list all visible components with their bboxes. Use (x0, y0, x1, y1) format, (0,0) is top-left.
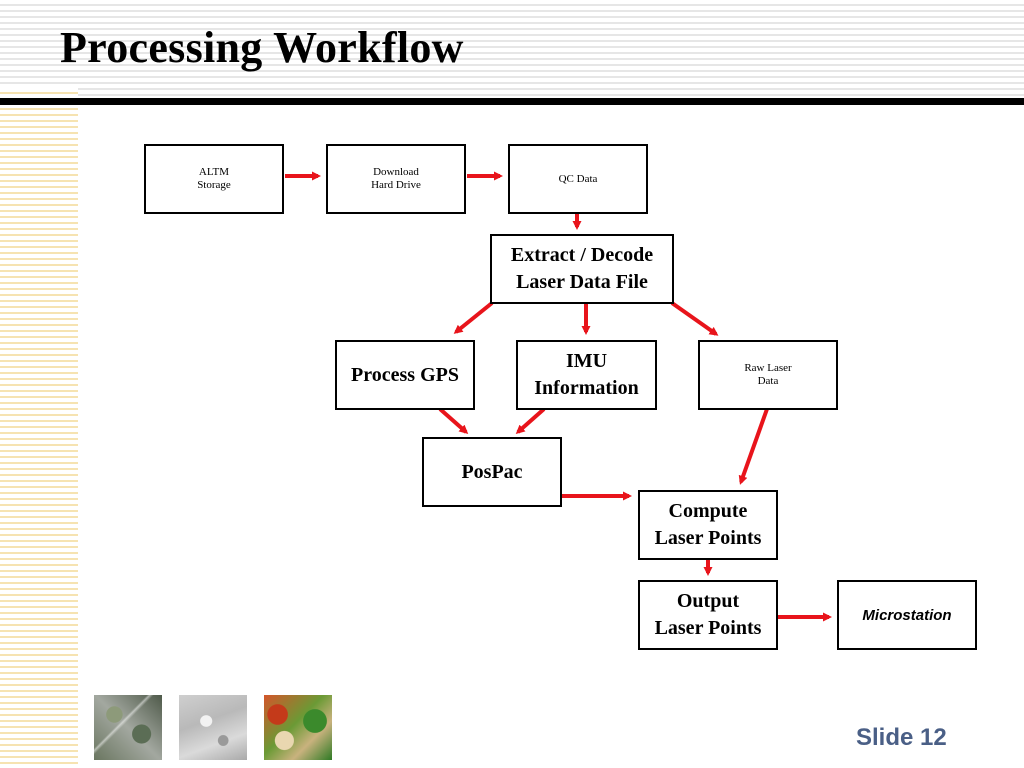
aerial-photo-thumbnail (94, 695, 162, 760)
node-imu-information: IMU Information (516, 340, 657, 410)
arrow-extract-raw (670, 301, 719, 336)
node-download-hard-drive: Download Hard Drive (326, 144, 466, 214)
node-extract-decode: Extract / Decode Laser Data File (490, 234, 674, 304)
classified-terrain-thumbnail (264, 695, 332, 760)
node-pospac: PosPac (422, 437, 562, 507)
node-compute-laser-points: Compute Laser Points (638, 490, 778, 560)
node-qc-data: QC Data (508, 144, 648, 214)
shaded-relief-thumbnail (179, 695, 247, 760)
header-stripes (0, 0, 1024, 98)
left-stripes (0, 104, 78, 768)
node-microstation: Microstation (837, 580, 977, 650)
title-underline (0, 98, 1024, 105)
node-output-laser-points: Output Laser Points (638, 580, 778, 650)
node-altm-storage: ALTM Storage (144, 144, 284, 214)
node-process-gps: Process GPS (335, 340, 475, 410)
slide-number: Slide 12 (856, 724, 947, 751)
arrow-imu-pospac (515, 407, 546, 434)
slide-title: Processing Workflow (60, 23, 464, 72)
node-raw-laser-data: Raw Laser Data (698, 340, 838, 410)
arrow-extract-gps (453, 301, 494, 334)
arrow-gps-pospac (438, 407, 469, 434)
left-stripes-top (0, 88, 78, 98)
arrow-raw-compute (738, 408, 769, 485)
